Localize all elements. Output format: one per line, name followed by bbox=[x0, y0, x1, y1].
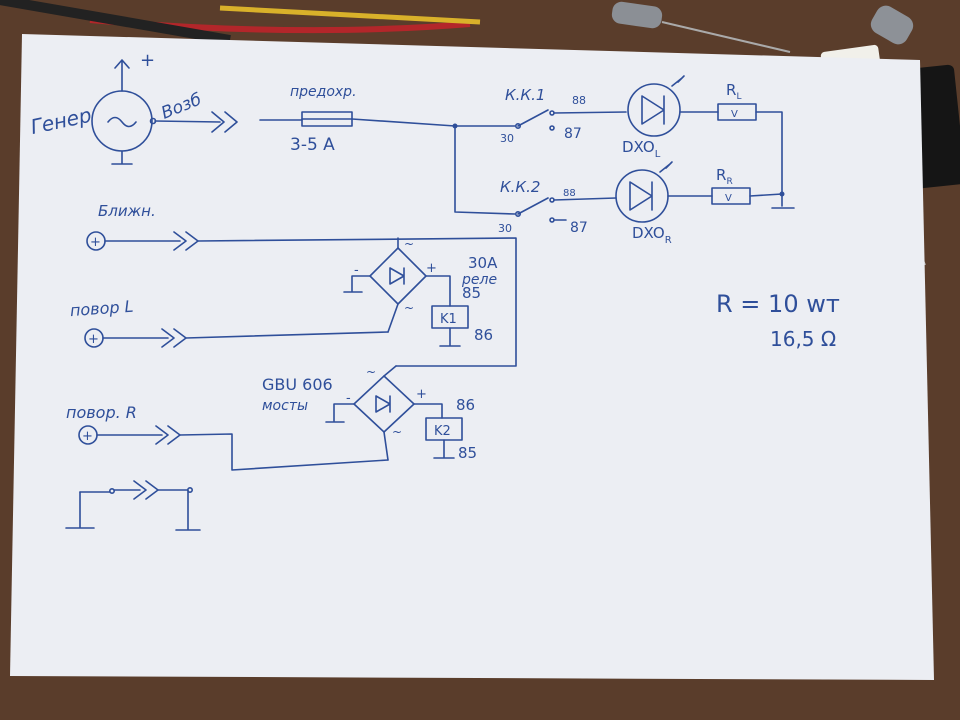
bridge2-minus: - bbox=[346, 391, 351, 406]
mosty-label: мосты bbox=[262, 398, 308, 414]
drl-left-lamp: DXOL bbox=[622, 75, 685, 160]
desk-resistor-lead bbox=[661, 21, 791, 53]
junction-ground bbox=[779, 191, 785, 197]
desk-resistor bbox=[611, 1, 663, 29]
kk1-87: 87 bbox=[564, 126, 582, 142]
desk-resistor-2 bbox=[870, 5, 914, 45]
wire-turn-left bbox=[185, 331, 389, 339]
bridge2-ac-top: ~ bbox=[366, 365, 376, 379]
turn-left-label: повор L bbox=[69, 297, 134, 320]
r-note-line2: 16,5 Ω bbox=[770, 327, 836, 351]
k1-label: K1 bbox=[440, 312, 457, 327]
switch-kk1: К.К.1 30 88 87 bbox=[500, 86, 586, 145]
fuse-value-label: 3-5 А bbox=[290, 135, 335, 155]
kk2-88: 88 bbox=[563, 188, 576, 199]
bridge1-plus: + bbox=[426, 261, 437, 276]
relay-30a: 30А bbox=[468, 254, 498, 272]
k2-label: K2 bbox=[434, 424, 451, 439]
wire-low-beam bbox=[197, 237, 517, 367]
k1-86: 86 bbox=[474, 326, 493, 344]
k2-85: 85 bbox=[458, 444, 477, 462]
input-low-beam: + Ближн. bbox=[86, 202, 199, 251]
kk1-30: 30 bbox=[500, 132, 514, 145]
r-note-line1: R = 10 wт bbox=[716, 290, 840, 318]
bridge2-ac-bottom: ~ bbox=[392, 425, 402, 439]
relay-k2: K2 86 85 bbox=[425, 396, 477, 462]
wire-bridge1-plus bbox=[425, 275, 451, 307]
diode-bridge-1: ~ ~ + - bbox=[343, 237, 437, 333]
fuse-top-label: предохр. bbox=[290, 84, 357, 100]
input-turn-left: + повор L bbox=[69, 297, 187, 348]
gbu-label: GBU 606 bbox=[262, 375, 333, 394]
turn-right-label: повор. R bbox=[66, 403, 137, 422]
connector-gen bbox=[211, 111, 238, 133]
desk-wire-yellow bbox=[219, 5, 481, 25]
kk1-88: 88 bbox=[572, 94, 586, 107]
relay-word: реле bbox=[461, 272, 497, 288]
wire-rr-to-ground bbox=[749, 193, 783, 197]
rr-label: RR bbox=[716, 166, 733, 187]
kk2-87: 87 bbox=[570, 220, 588, 236]
turn-left-plus: + bbox=[88, 332, 99, 347]
rr-box-text: V bbox=[725, 193, 732, 204]
bridge2-plus: + bbox=[416, 387, 427, 402]
desk-wire-dark bbox=[0, 0, 231, 45]
gen-plus: + bbox=[140, 50, 155, 71]
bridge1-ac-bottom: ~ bbox=[404, 301, 414, 315]
dxo-l-label: DXOL bbox=[622, 138, 661, 160]
rl-box-text: V bbox=[731, 109, 738, 120]
bridge1-ac-top: ~ bbox=[404, 237, 414, 251]
wire-kk2-to-drl bbox=[553, 197, 617, 201]
kk2-30: 30 bbox=[498, 222, 512, 235]
paper-sheet bbox=[10, 34, 934, 680]
wire-gen-out bbox=[154, 120, 221, 123]
diode-bridge-2: ~ ~ + - GBU 606 мосты bbox=[262, 365, 427, 461]
turn-right-plus: + bbox=[82, 429, 93, 444]
kk1-label: К.К.1 bbox=[505, 86, 545, 104]
dxo-r-label: DXOR bbox=[632, 224, 672, 246]
rl-label: RL bbox=[726, 81, 741, 102]
wire-kk1-to-drl bbox=[553, 111, 627, 114]
k2-86: 86 bbox=[456, 396, 475, 414]
switch-kk2: К.К.2 30 88 87 bbox=[498, 178, 588, 236]
wire-rl-to-ground bbox=[755, 111, 783, 207]
low-beam-label: Ближн. bbox=[98, 202, 156, 220]
k1-85: 85 bbox=[462, 284, 481, 302]
low-beam-plus: + bbox=[90, 235, 101, 250]
relay-k1: K1 85 86 30А реле bbox=[431, 254, 498, 347]
wire-bridge2-plus bbox=[413, 403, 443, 419]
drl-right-lamp: DXOR bbox=[615, 161, 673, 246]
resistor-note: R = 10 wт 16,5 Ω bbox=[716, 290, 840, 351]
wire-junction-down bbox=[454, 125, 516, 215]
wire-fuse-to-junction bbox=[351, 118, 456, 127]
bridge1-minus: - bbox=[354, 263, 359, 278]
kk2-label: К.К.2 bbox=[500, 178, 540, 196]
wire-turn-right bbox=[179, 433, 389, 471]
ground-connector-sketch bbox=[65, 480, 201, 531]
